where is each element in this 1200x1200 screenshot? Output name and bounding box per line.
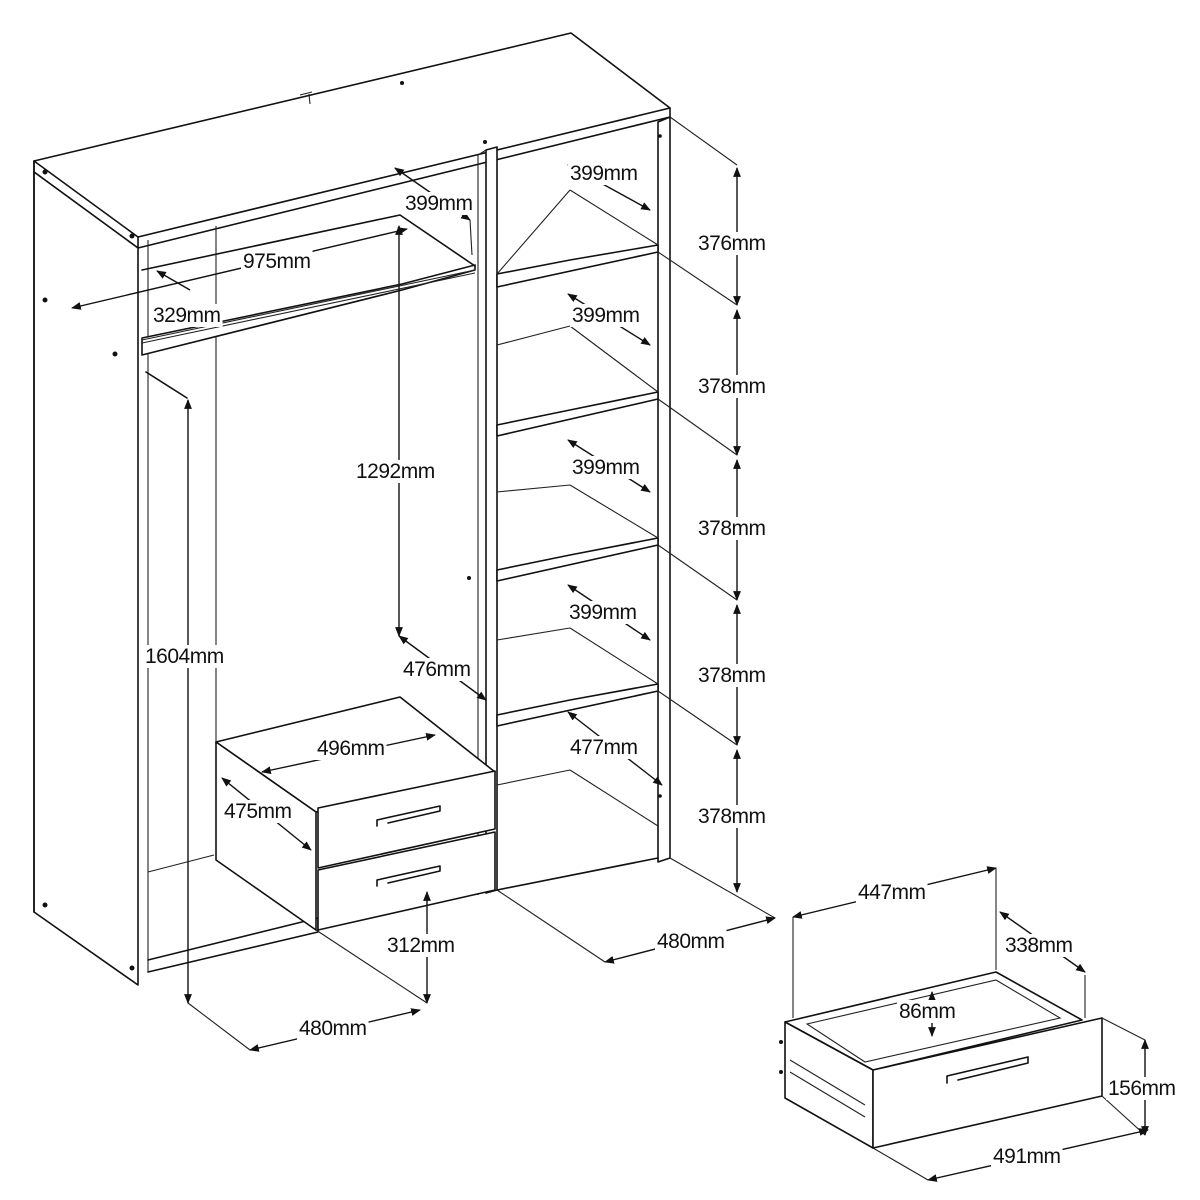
drawer-handle-upper <box>376 805 441 827</box>
label-right-depth: 480mm <box>657 930 725 953</box>
label-background <box>297 1017 369 1040</box>
label-shelf-gap4: 378mm <box>698 664 766 687</box>
right-side-panel <box>657 116 671 863</box>
label-drawer-inner-depth: 338mm <box>1005 934 1073 957</box>
label-background <box>151 304 223 327</box>
label-background <box>856 881 928 904</box>
label-background <box>696 664 768 687</box>
label-hanging-height: 1604mm <box>145 645 224 668</box>
shelf-column <box>496 189 659 827</box>
label-drawer-inner-width: 447mm <box>858 881 926 904</box>
label-shelf4-depth: 399mm <box>569 601 637 624</box>
label-bottom-shelf-depth: 477mm <box>570 736 638 759</box>
label-top-shelf-height: 329mm <box>153 304 221 327</box>
label-drawer-unit-width: 496mm <box>317 737 385 760</box>
label-drawer-unit-depth: 475mm <box>224 800 292 823</box>
label-background <box>655 930 727 953</box>
hanging-rail <box>145 371 188 399</box>
label-background <box>696 517 768 540</box>
label-drawer-front-height: 156mm <box>1108 1077 1176 1100</box>
label-background <box>401 658 473 681</box>
label-background <box>696 232 768 255</box>
label-background <box>315 737 387 760</box>
label-upper-gap: 476mm <box>403 658 471 681</box>
label-drawer-front-width: 491mm <box>993 1145 1061 1168</box>
label-background <box>1003 934 1075 957</box>
label-background <box>696 805 768 828</box>
label-left-depth: 480mm <box>299 1017 367 1040</box>
label-hanging-width: 975mm <box>243 250 311 273</box>
label-shelf-gap1: 376mm <box>698 232 766 255</box>
label-background <box>568 162 640 185</box>
label-top-shelf-depth: 399mm <box>405 192 473 215</box>
label-background <box>1106 1077 1178 1100</box>
label-background <box>570 304 642 327</box>
label-background <box>222 800 294 823</box>
label-background <box>570 456 642 479</box>
label-background <box>897 1000 958 1023</box>
label-background <box>354 460 437 483</box>
dimension-labels: 399mm 975mm 329mm 1292mm 1604mm 476mm 49… <box>143 162 1178 1168</box>
drawer-handle <box>946 1056 1029 1084</box>
left-side-panel <box>33 171 139 986</box>
label-background <box>568 736 640 759</box>
label-shelf2-depth: 399mm <box>572 304 640 327</box>
label-shelf-gap5: 378mm <box>698 805 766 828</box>
label-background <box>241 250 313 273</box>
top-panel <box>33 32 671 238</box>
wardrobe <box>33 32 671 986</box>
label-drawer-inner-height: 86mm <box>899 1000 955 1023</box>
loose-drawer <box>779 971 1103 1149</box>
label-shelf1-depth: 399mm <box>570 162 638 185</box>
label-background <box>567 601 639 624</box>
label-background <box>696 375 768 398</box>
label-background <box>385 934 457 957</box>
label-shelf3-depth: 399mm <box>572 456 640 479</box>
label-background <box>143 645 226 668</box>
label-shelf-gap3: 378mm <box>698 517 766 540</box>
label-drawer-unit-height: 312mm <box>387 934 455 957</box>
label-shelf-gap2: 378mm <box>698 375 766 398</box>
label-background <box>991 1145 1063 1168</box>
label-background <box>403 192 475 215</box>
label-rail-height: 1292mm <box>356 460 435 483</box>
drawer-handle-lower <box>376 865 441 887</box>
